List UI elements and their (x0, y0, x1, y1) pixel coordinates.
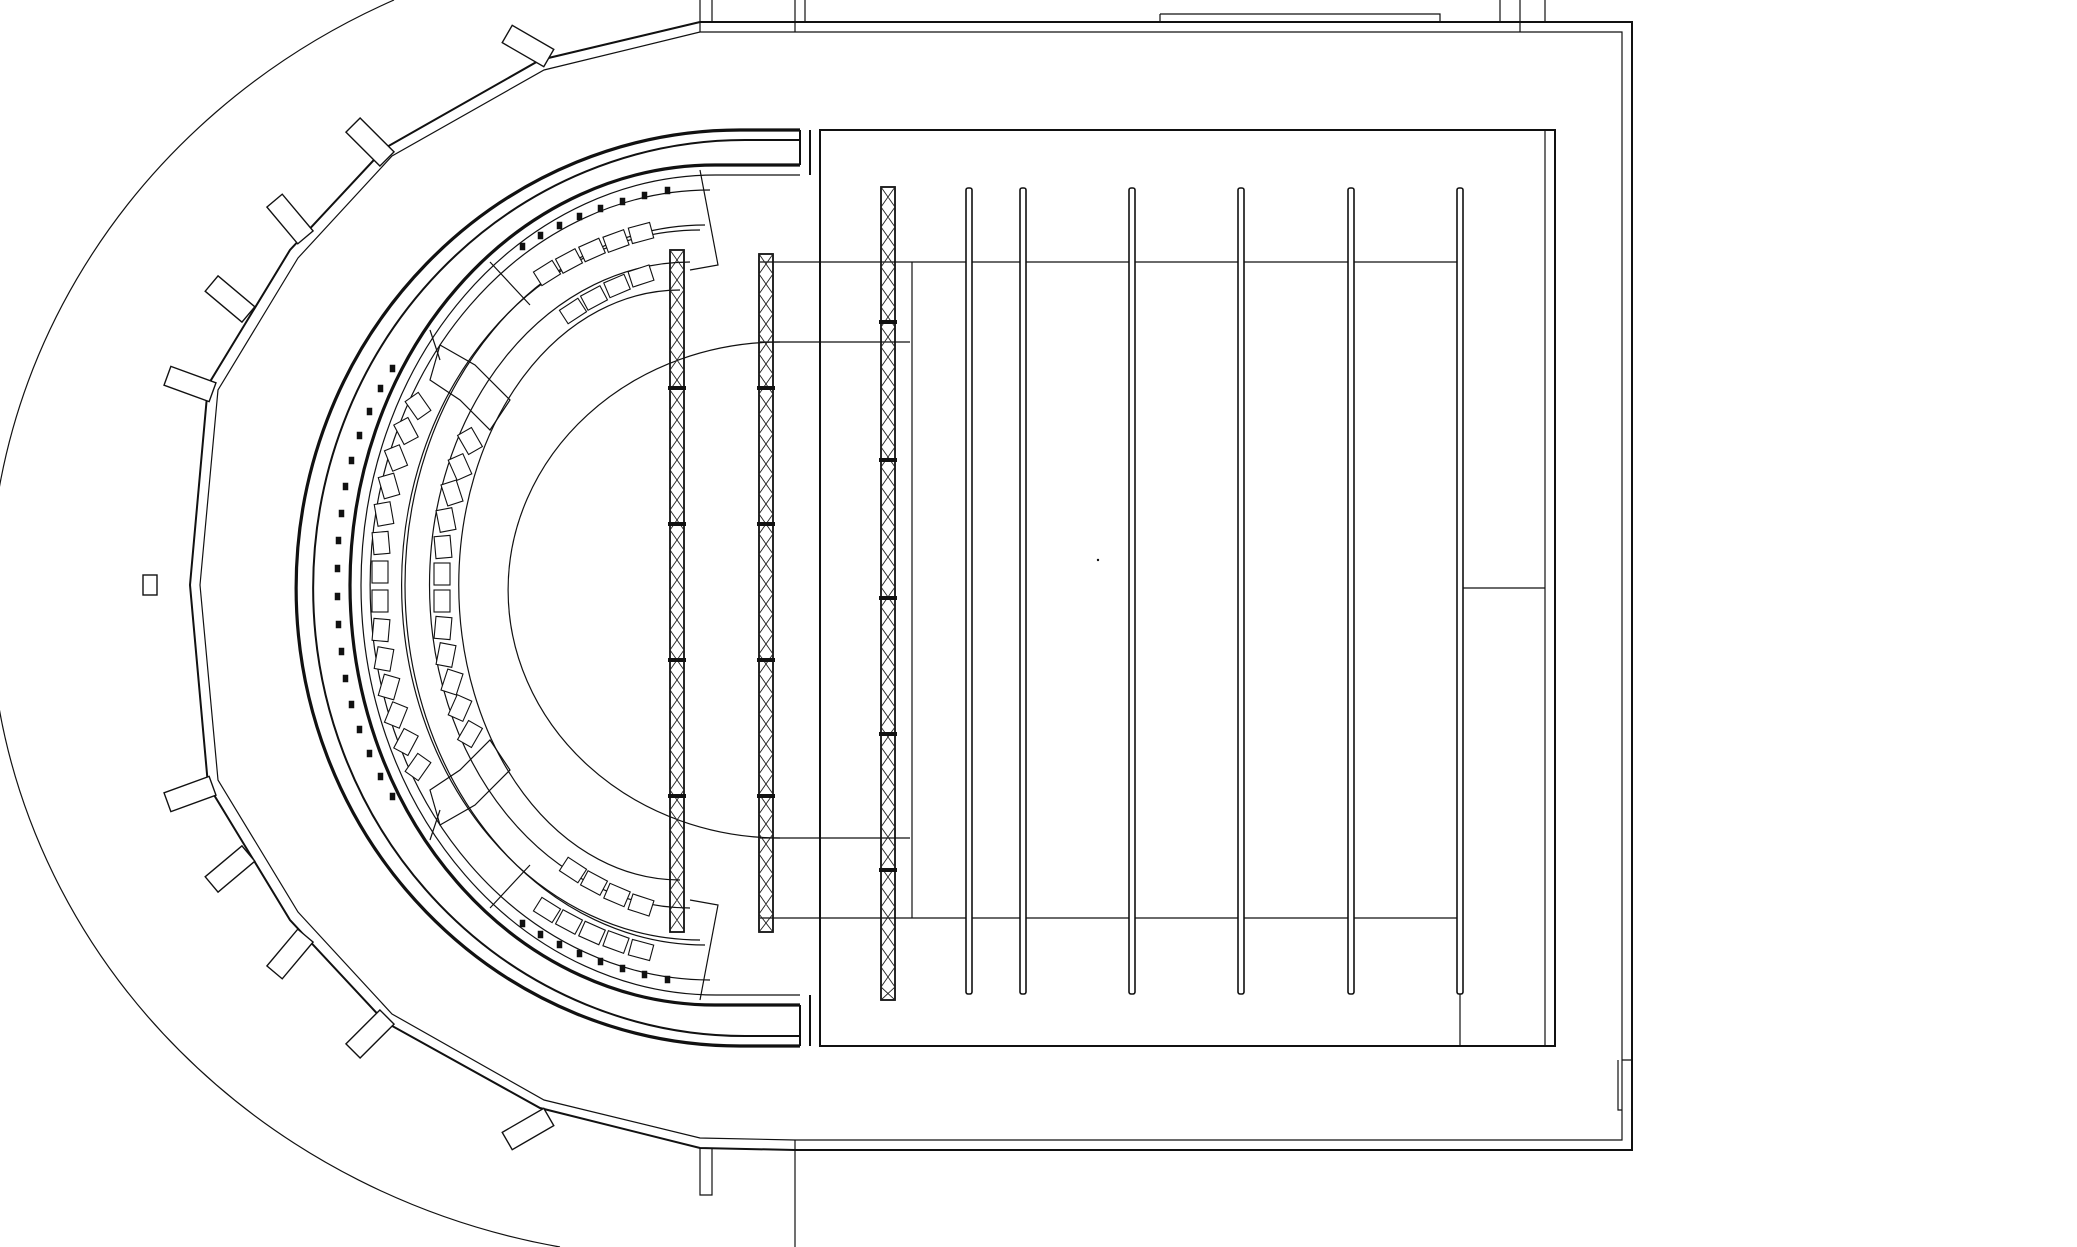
wing-walls (799, 130, 821, 1046)
lighting-truss (757, 253, 775, 933)
batten (1019, 187, 1027, 995)
batten (1347, 187, 1355, 995)
stage-house (819, 129, 1556, 1047)
batten (965, 187, 973, 995)
proscenium-truss (879, 186, 897, 1001)
batten (1456, 187, 1464, 995)
upper-seating (334, 169, 719, 1001)
lighting-trusses (668, 186, 897, 1001)
seat-rows (371, 221, 655, 962)
upper-seat-backs (334, 186, 671, 984)
fly-battens (965, 187, 1464, 995)
outer-wall (142, 0, 1633, 1247)
batten (1237, 187, 1245, 995)
auditorium-wall (294, 128, 811, 1048)
outer-site-arc (0, 0, 561, 1247)
thrust-stage (507, 261, 1460, 919)
wall-piers (142, 24, 555, 1151)
batten (1128, 187, 1136, 995)
lighting-truss (668, 249, 686, 933)
lower-seating (371, 221, 701, 962)
